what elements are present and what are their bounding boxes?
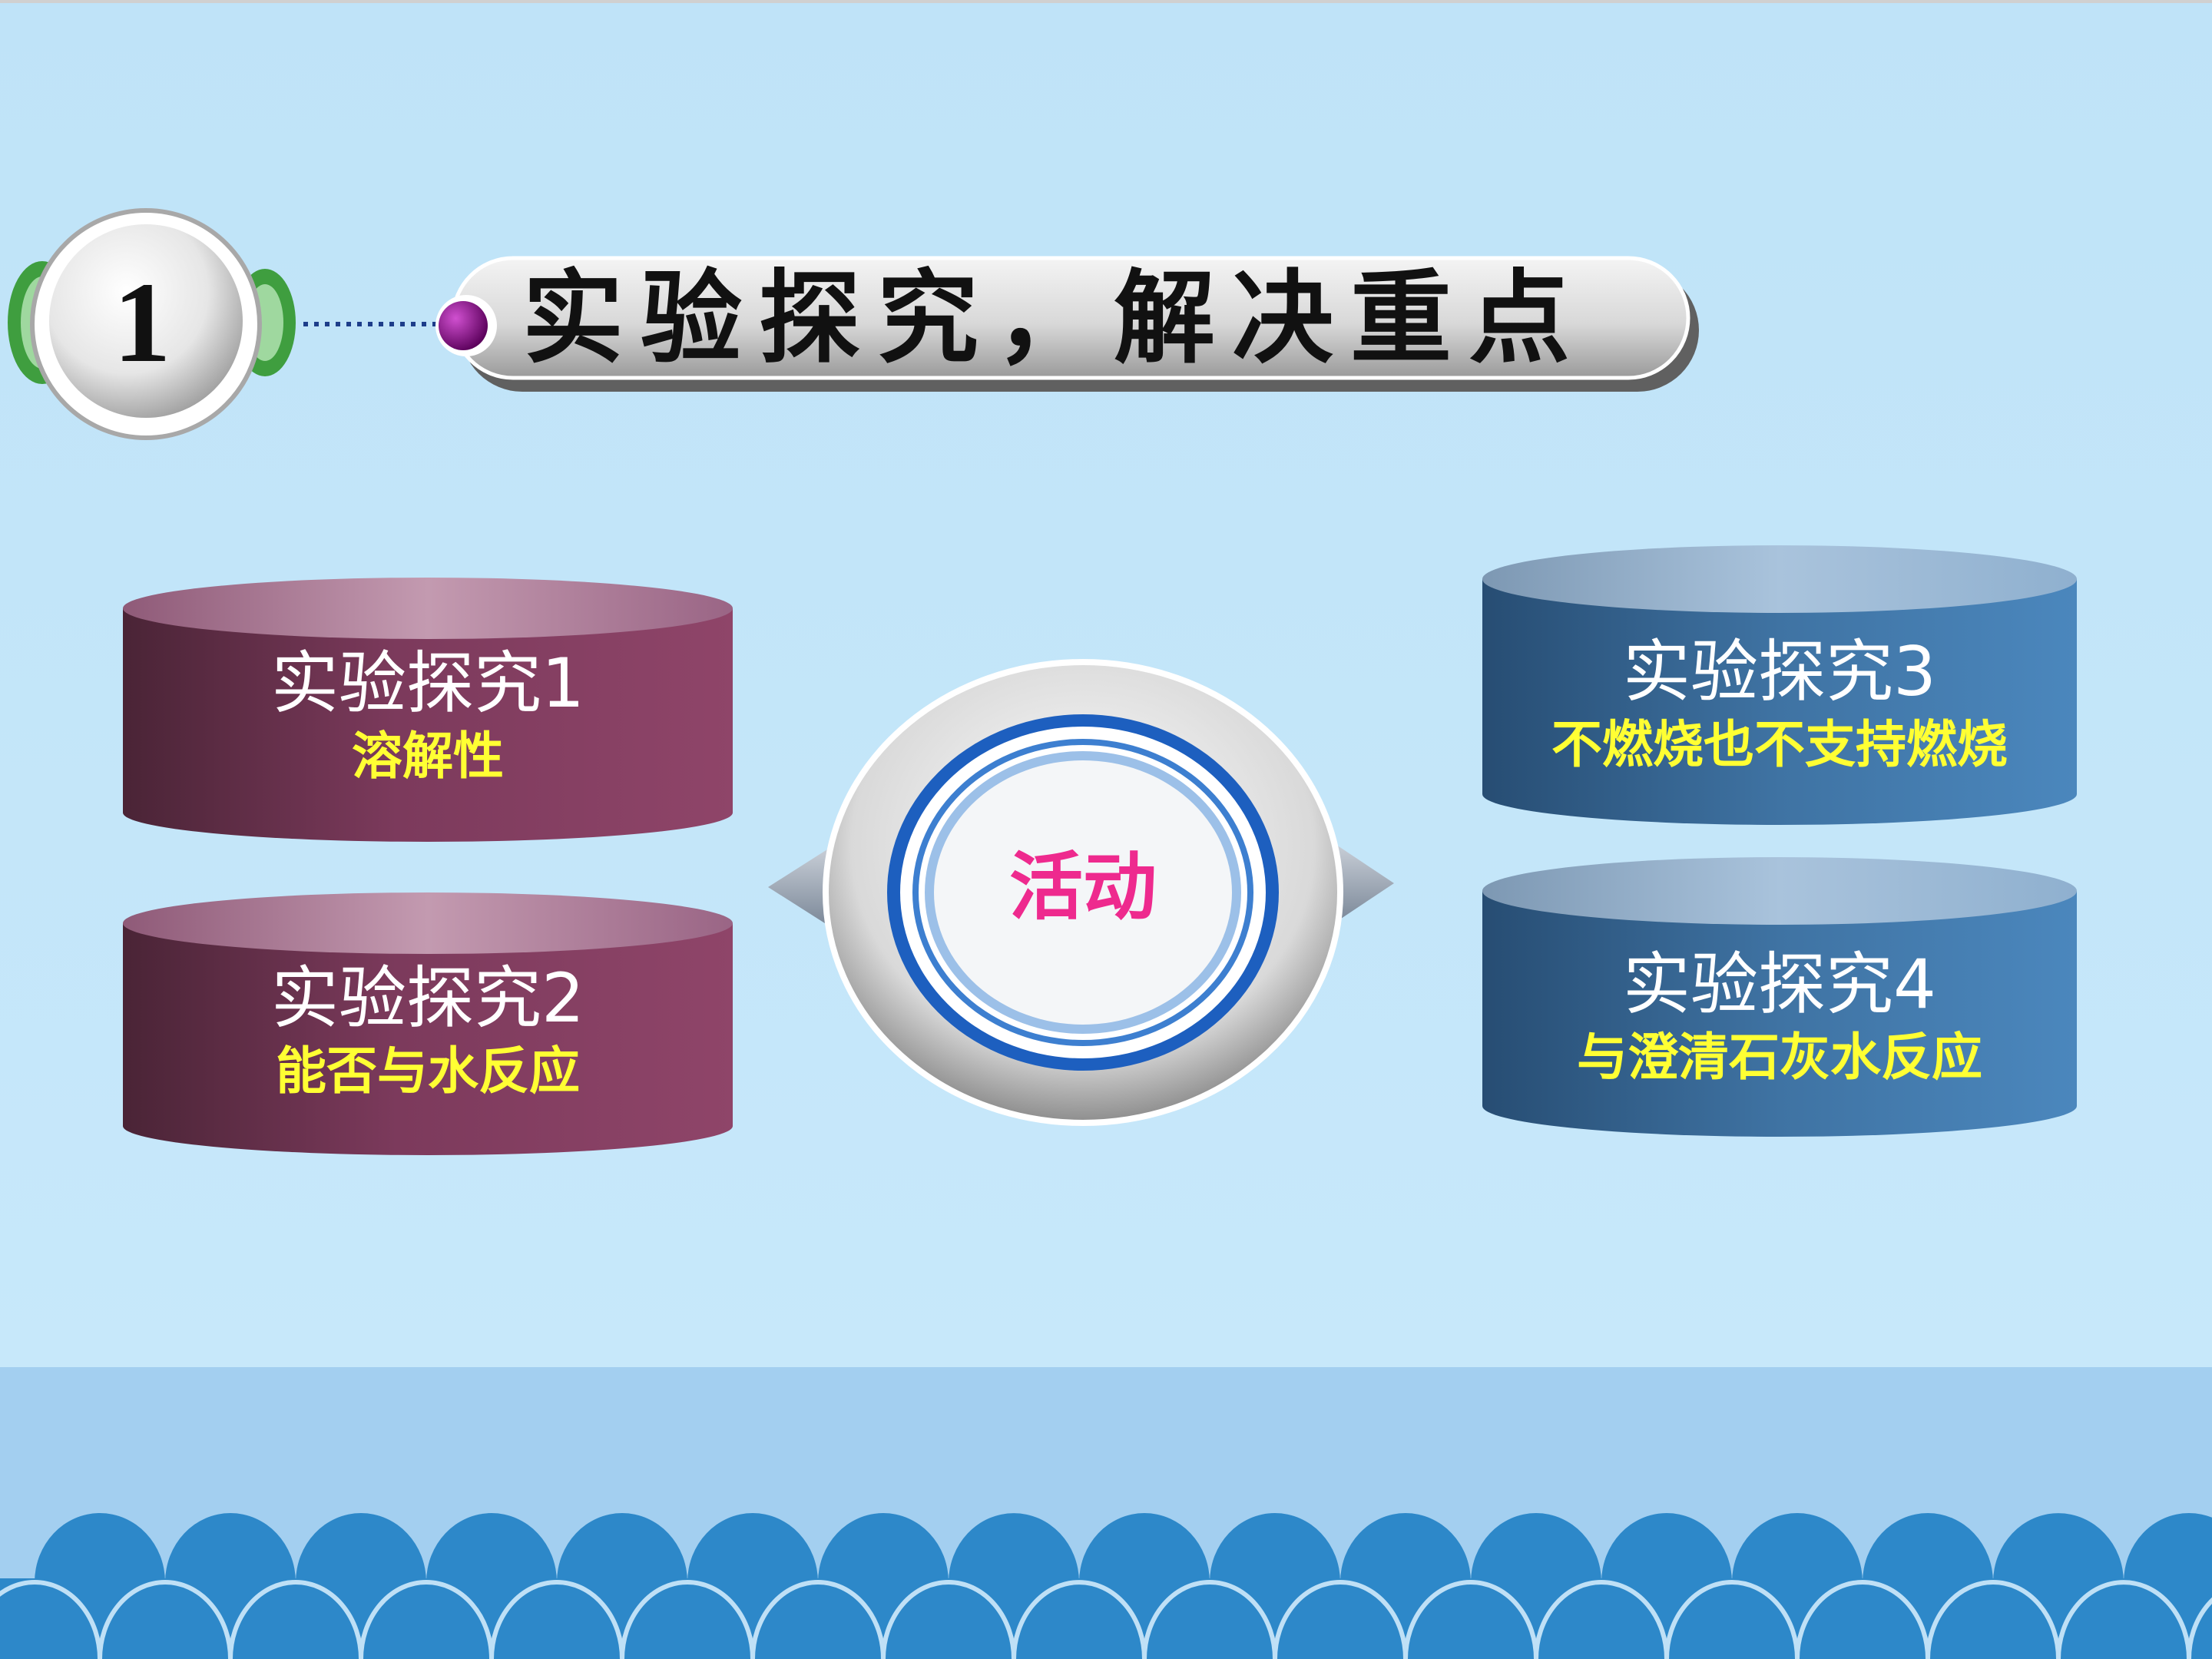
experiment-3-title: 实验探究3: [1623, 632, 1936, 711]
experiment-2-label: 实验探究2 能否与水反应: [123, 960, 733, 1106]
experiment-1-subtitle: 溶解性: [352, 727, 504, 786]
title-bar: [435, 256, 1699, 392]
experiment-2-title: 实验探究2: [271, 959, 584, 1038]
experiment-3-subtitle: 不燃烧也不支持燃烧: [1551, 715, 2008, 774]
section-badge: [8, 208, 296, 440]
experiment-3-label: 实验探究3 不燃烧也不支持燃烧: [1482, 634, 2077, 780]
experiment-2-subtitle: 能否与水反应: [276, 1041, 580, 1101]
cylinder-4: [1482, 857, 2077, 1137]
hub-label: 活动: [1009, 844, 1157, 930]
hub-circle: [823, 659, 1343, 1126]
experiment-4-label: 实验探究4 与澄清石灰水反应: [1482, 946, 2077, 1092]
section-number: 1: [113, 259, 171, 386]
experiment-1-label: 实验探究1 溶解性: [123, 645, 733, 791]
experiment-1-title: 实验探究1: [271, 644, 584, 723]
cylinder-2: [123, 892, 733, 1155]
wave-outlines: [0, 1580, 2212, 1659]
slide-title: 实验探究，解决重点: [522, 259, 1587, 378]
cylinder-3: [1482, 545, 2077, 825]
cylinder-1: [123, 578, 733, 842]
bullet-icon: [439, 301, 488, 350]
experiment-4-title: 实验探究4: [1623, 945, 1936, 1024]
experiment-4-subtitle: 与澄清石灰水反应: [1577, 1028, 1982, 1087]
